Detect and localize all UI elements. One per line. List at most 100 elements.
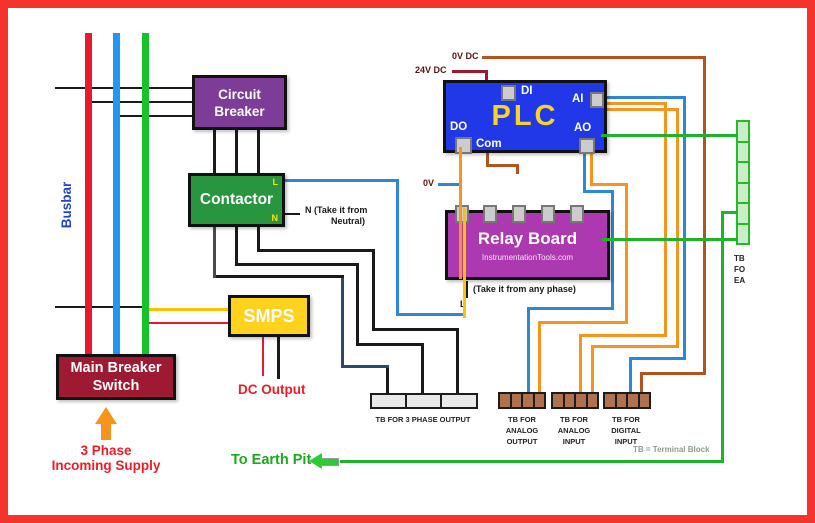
tb-digital-input-label: TB FOR DIGITAL INPUT	[611, 415, 641, 446]
wire	[372, 249, 375, 331]
wire	[590, 147, 593, 186]
plc-com-label: Com	[476, 138, 502, 150]
wire	[277, 331, 280, 379]
tb-analog-output-label: TB FOR ANALOG OUTPUT	[505, 415, 539, 446]
label-to-earth-pit: To Earth Pit	[231, 452, 312, 468]
label-l-mark: L	[460, 299, 466, 309]
tb-three-phase-output	[370, 393, 478, 409]
wire	[148, 322, 228, 324]
relay-terminal-3	[512, 205, 526, 223]
earth-pit-arrow-icon	[309, 453, 322, 469]
label-tb-note: TB = Terminal Block	[633, 445, 710, 454]
wire	[88, 101, 192, 103]
wire	[664, 102, 667, 337]
plc-ao-label: AO	[574, 122, 592, 134]
wire	[629, 357, 686, 360]
wire	[590, 183, 628, 186]
wire	[583, 147, 586, 193]
wire	[55, 306, 149, 308]
relay-green-wire	[602, 238, 738, 241]
wire	[721, 211, 724, 463]
wire	[482, 56, 706, 59]
tb-cell	[498, 392, 511, 409]
wire	[629, 357, 632, 394]
tb-analog-input-label: TB FOR ANALOG INPUT	[557, 415, 591, 446]
wire	[486, 147, 489, 166]
tb-earth-label: TB FO EA	[734, 254, 746, 285]
label-any-phase-note: (Take it from any phase)	[473, 284, 576, 294]
relay-terminal-1	[455, 205, 469, 223]
smps-box: SMPS	[228, 295, 310, 337]
wire	[579, 334, 582, 394]
wire	[262, 331, 264, 376]
phase-l-wire	[463, 208, 466, 318]
wire	[640, 372, 706, 375]
smps-label: SMPS	[243, 305, 295, 326]
wire	[527, 307, 530, 394]
wire	[676, 108, 679, 348]
label-24v-dc: 24V DC	[415, 65, 447, 75]
contactor-box: Contactor L N	[188, 173, 285, 227]
plc-ao-terminal	[579, 138, 595, 154]
label-neutral-note2: Neutral)	[331, 216, 366, 226]
relay-board-subtitle: InstrumentationTools.com	[481, 252, 574, 262]
wire	[341, 275, 344, 368]
wire	[516, 164, 519, 174]
wire	[372, 328, 459, 331]
busbar-r	[85, 33, 92, 355]
incoming-supply-arrow-icon	[95, 407, 117, 424]
wire	[396, 313, 465, 316]
busbar-label: Busbar	[59, 181, 74, 229]
wire	[118, 115, 192, 117]
busbar-b	[142, 33, 149, 355]
wire	[235, 219, 238, 266]
tb-earth	[736, 120, 750, 245]
plc-ai-terminal	[590, 92, 604, 108]
wire	[591, 345, 679, 348]
contactor-l-terminal: L	[272, 177, 279, 187]
wire	[257, 219, 260, 252]
relay-board-box: Relay Board InstrumentationTools.com	[445, 210, 610, 280]
tb-digital-input	[603, 392, 652, 409]
wire	[611, 190, 614, 310]
plc-do-terminal	[455, 137, 472, 154]
tb-cell	[638, 392, 652, 409]
ao-green-wire	[601, 134, 738, 137]
tb-cell	[575, 392, 587, 409]
wire	[279, 179, 399, 182]
wire	[538, 321, 628, 324]
wire	[148, 308, 228, 311]
plc-di-label: DI	[521, 85, 533, 97]
wire	[257, 122, 260, 173]
circuit-breaker-line1: Circuit	[218, 86, 261, 102]
relay-board-label: Relay Board	[477, 228, 578, 248]
tb-cell	[736, 223, 750, 245]
busbar-y	[113, 33, 120, 355]
plc-di-terminal	[501, 85, 516, 101]
wire	[601, 96, 686, 99]
main-breaker-line1: Main Breaker	[70, 360, 162, 376]
wire	[601, 102, 667, 105]
wire	[213, 219, 216, 278]
wire	[591, 345, 594, 394]
wire	[257, 249, 375, 252]
wire	[452, 70, 488, 73]
tb-cell	[736, 162, 750, 183]
wire	[438, 183, 459, 186]
wire	[601, 108, 679, 111]
wire	[421, 343, 424, 394]
wire	[466, 281, 468, 298]
wire	[485, 70, 488, 82]
earth-pit-arrow-stem	[321, 458, 339, 466]
tb-cell	[603, 392, 616, 409]
tb-cell	[627, 392, 639, 409]
tb-cell	[522, 392, 534, 409]
circuit-breaker-box: Circuit Breaker	[192, 75, 287, 130]
main-breaker-line2: Switch	[92, 378, 140, 394]
wire	[386, 365, 389, 394]
wire	[356, 263, 359, 346]
do-wire	[459, 147, 462, 279]
tb-cell	[441, 393, 478, 409]
wire	[213, 275, 344, 278]
